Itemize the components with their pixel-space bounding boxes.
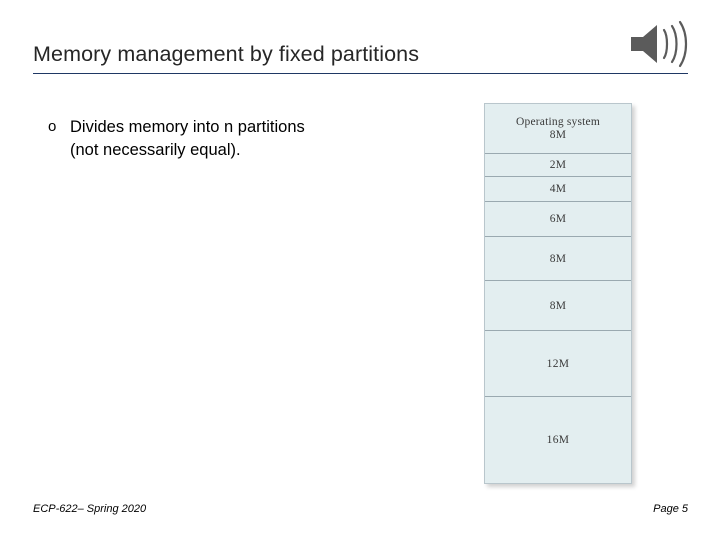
partition-size-label: 2M (549, 159, 567, 171)
memory-partition-7: 16M (485, 397, 631, 483)
title-underline-rule (33, 73, 688, 74)
partition-size-label: 8M (549, 252, 567, 265)
bullet-line-1: Divides memory into n partitions (70, 118, 305, 136)
footer-course-label: ECP-622– Spring 2020 (33, 503, 147, 515)
partition-size-label: 8M (549, 129, 567, 141)
page-title: Memory management by fixed partitions (33, 42, 420, 67)
memory-partition-4: 8M (485, 237, 631, 281)
bullet-marker: o (48, 118, 57, 135)
footer-page-number: Page 5 (653, 503, 688, 515)
memory-partition-0: Operating system 8M (485, 104, 631, 154)
list-item: o Divides memory into n partitions (not … (48, 116, 448, 162)
bullet-line-2: (not necessarily equal). (70, 141, 241, 159)
bullet-text: Divides memory into n partitions (not ne… (70, 116, 305, 162)
partition-size-label: 6M (549, 213, 567, 225)
memory-partition-3: 6M (485, 202, 631, 237)
speaker-icon[interactable] (627, 20, 689, 68)
memory-partition-1: 2M (485, 154, 631, 177)
memory-partition-5: 8M (485, 281, 631, 331)
partition-size-label: 8M (549, 299, 567, 312)
partition-size-label: 16M (546, 434, 570, 446)
memory-partition-6: 12M (485, 331, 631, 397)
partition-size-label: 4M (549, 183, 567, 195)
fixed-partition-memory-diagram: Operating system 8M 2M 4M 6M 8M 8M 12M 1… (484, 103, 632, 484)
memory-partition-2: 4M (485, 177, 631, 202)
bullet-list: o Divides memory into n partitions (not … (48, 116, 448, 162)
partition-os-label: Operating system (515, 116, 600, 128)
partition-size-label: 12M (546, 357, 570, 370)
